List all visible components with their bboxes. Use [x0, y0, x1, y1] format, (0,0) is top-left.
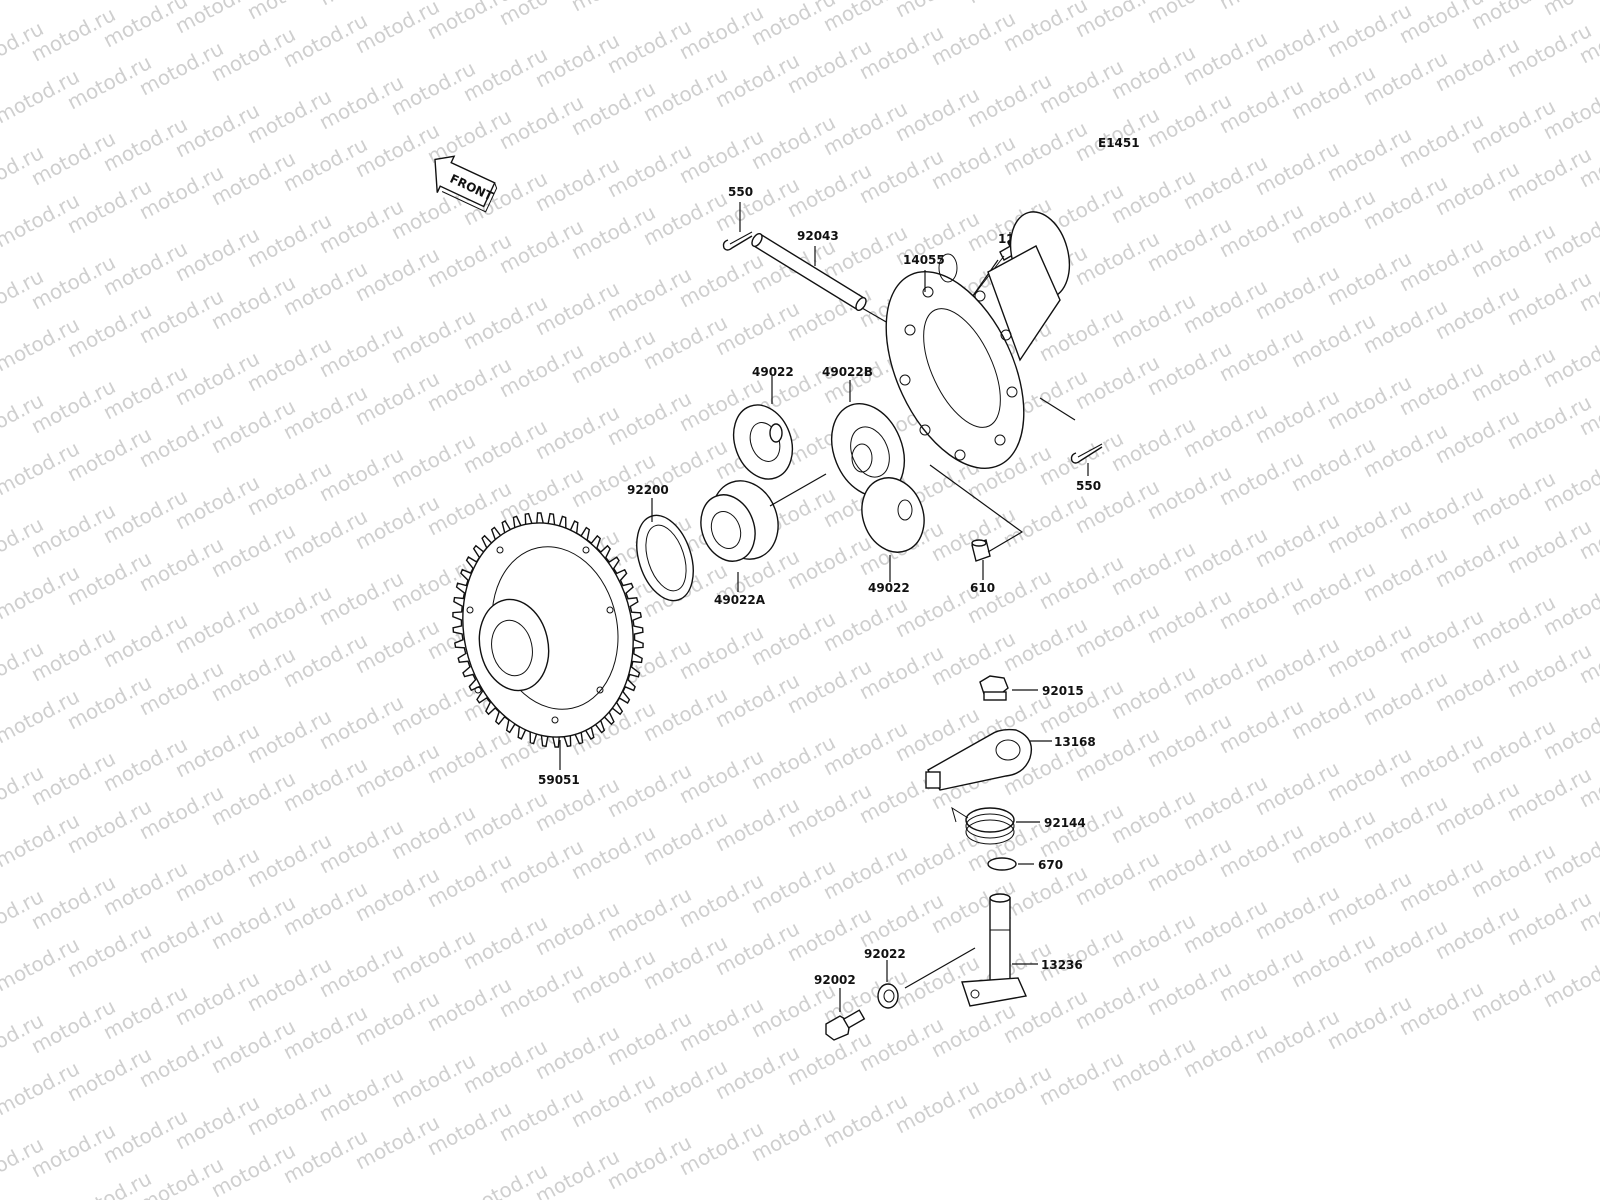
- pinion-gear-49022-top: [732, 404, 794, 480]
- watermark-text: motod.ru: [891, 0, 983, 22]
- side-gear-49022B: [831, 403, 905, 497]
- callout-550-right: 550: [1076, 479, 1101, 493]
- differential-case-14055: [885, 211, 1071, 469]
- callout-610: 610: [970, 581, 995, 595]
- watermark-text: motod.ru: [315, 0, 407, 10]
- lever-arm-13168: [925, 728, 1033, 791]
- side-gear-49022A: [700, 480, 779, 562]
- callout-670: 670: [1038, 858, 1063, 872]
- shaft-92043: [751, 232, 867, 312]
- callout-49022A: 49022A: [714, 593, 766, 607]
- bolt-92002: [825, 1009, 866, 1041]
- callout-92043: 92043: [797, 229, 839, 243]
- ring-gear-59051: [452, 512, 644, 748]
- watermark-text: motod.ru: [567, 0, 659, 16]
- nut-92015: [979, 675, 1009, 701]
- callout-92200: 92200: [627, 483, 669, 497]
- washer-92022: [877, 983, 899, 1009]
- pin-610: [971, 539, 991, 562]
- callout-550-top: 550: [728, 185, 753, 199]
- callout-49022-bottom: 49022: [868, 581, 910, 595]
- watermark-text: motod.ru: [1215, 0, 1307, 14]
- callout-13168: 13168: [1054, 735, 1096, 749]
- callout-92022: 92022: [864, 947, 906, 961]
- callout-92002: 92002: [814, 973, 856, 987]
- torsion-spring-92144: [951, 806, 1015, 845]
- callout-13236: 13236: [1041, 958, 1083, 972]
- pinion-gear-49022-bottom: [861, 477, 925, 553]
- cotter-pin-550-top: [722, 231, 753, 251]
- cotter-pin-550-right: [1070, 443, 1103, 464]
- watermark-text: motod.ru: [1539, 0, 1600, 20]
- watermark-text: motod.ru: [639, 0, 731, 2]
- watermark-text: motod.ru: [243, 0, 335, 24]
- diagram-code: E1451: [1098, 136, 1140, 150]
- callout-14055: 14055: [903, 253, 945, 267]
- callout-49022B: 49022B: [822, 365, 873, 379]
- watermark-text: motod.ru: [963, 0, 1055, 8]
- callout-92144: 92144: [1044, 816, 1086, 830]
- callout-92015: 92015: [1042, 684, 1084, 698]
- o-ring-670: [987, 857, 1017, 871]
- shift-shaft-13236: [961, 893, 1028, 1007]
- watermark-text: motod.ru: [0, 0, 83, 4]
- callout-49022-top: 49022: [752, 365, 794, 379]
- callout-59051: 59051: [538, 773, 580, 787]
